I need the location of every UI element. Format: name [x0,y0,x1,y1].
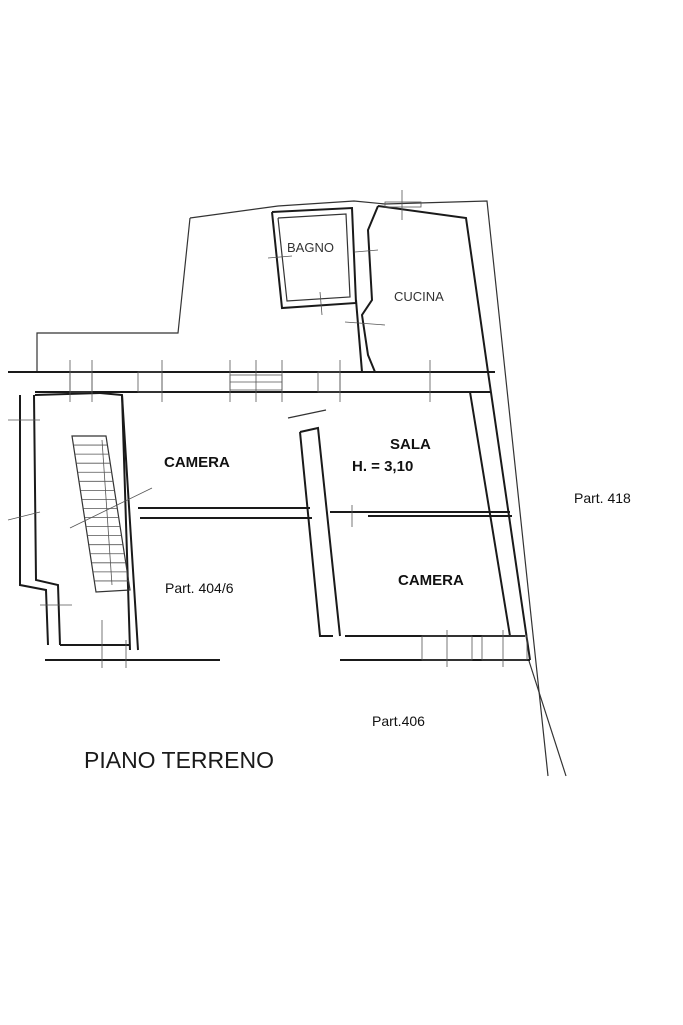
kitchen-bath-annex [267,190,489,373]
room-height-label: H. = 3,10 [352,458,413,475]
room-label-bagno: BAGNO [287,240,334,255]
staircase [69,435,153,593]
building-walls [8,371,531,667]
parcel-boundary [36,200,567,777]
parcel-label-406: Part.406 [372,713,425,729]
room-label-camera-right: CAMERA [398,572,464,589]
parcel-label-404: Part. 404/6 [165,580,234,596]
parcel-label-418: Part. 418 [574,490,631,506]
room-label-sala: SALA [390,436,431,453]
room-label-camera-left: CAMERA [164,454,230,471]
wall-ticks [7,360,431,668]
room-label-cucina: CUCINA [394,289,444,304]
floor-title: PIANO TERRENO [84,747,274,773]
